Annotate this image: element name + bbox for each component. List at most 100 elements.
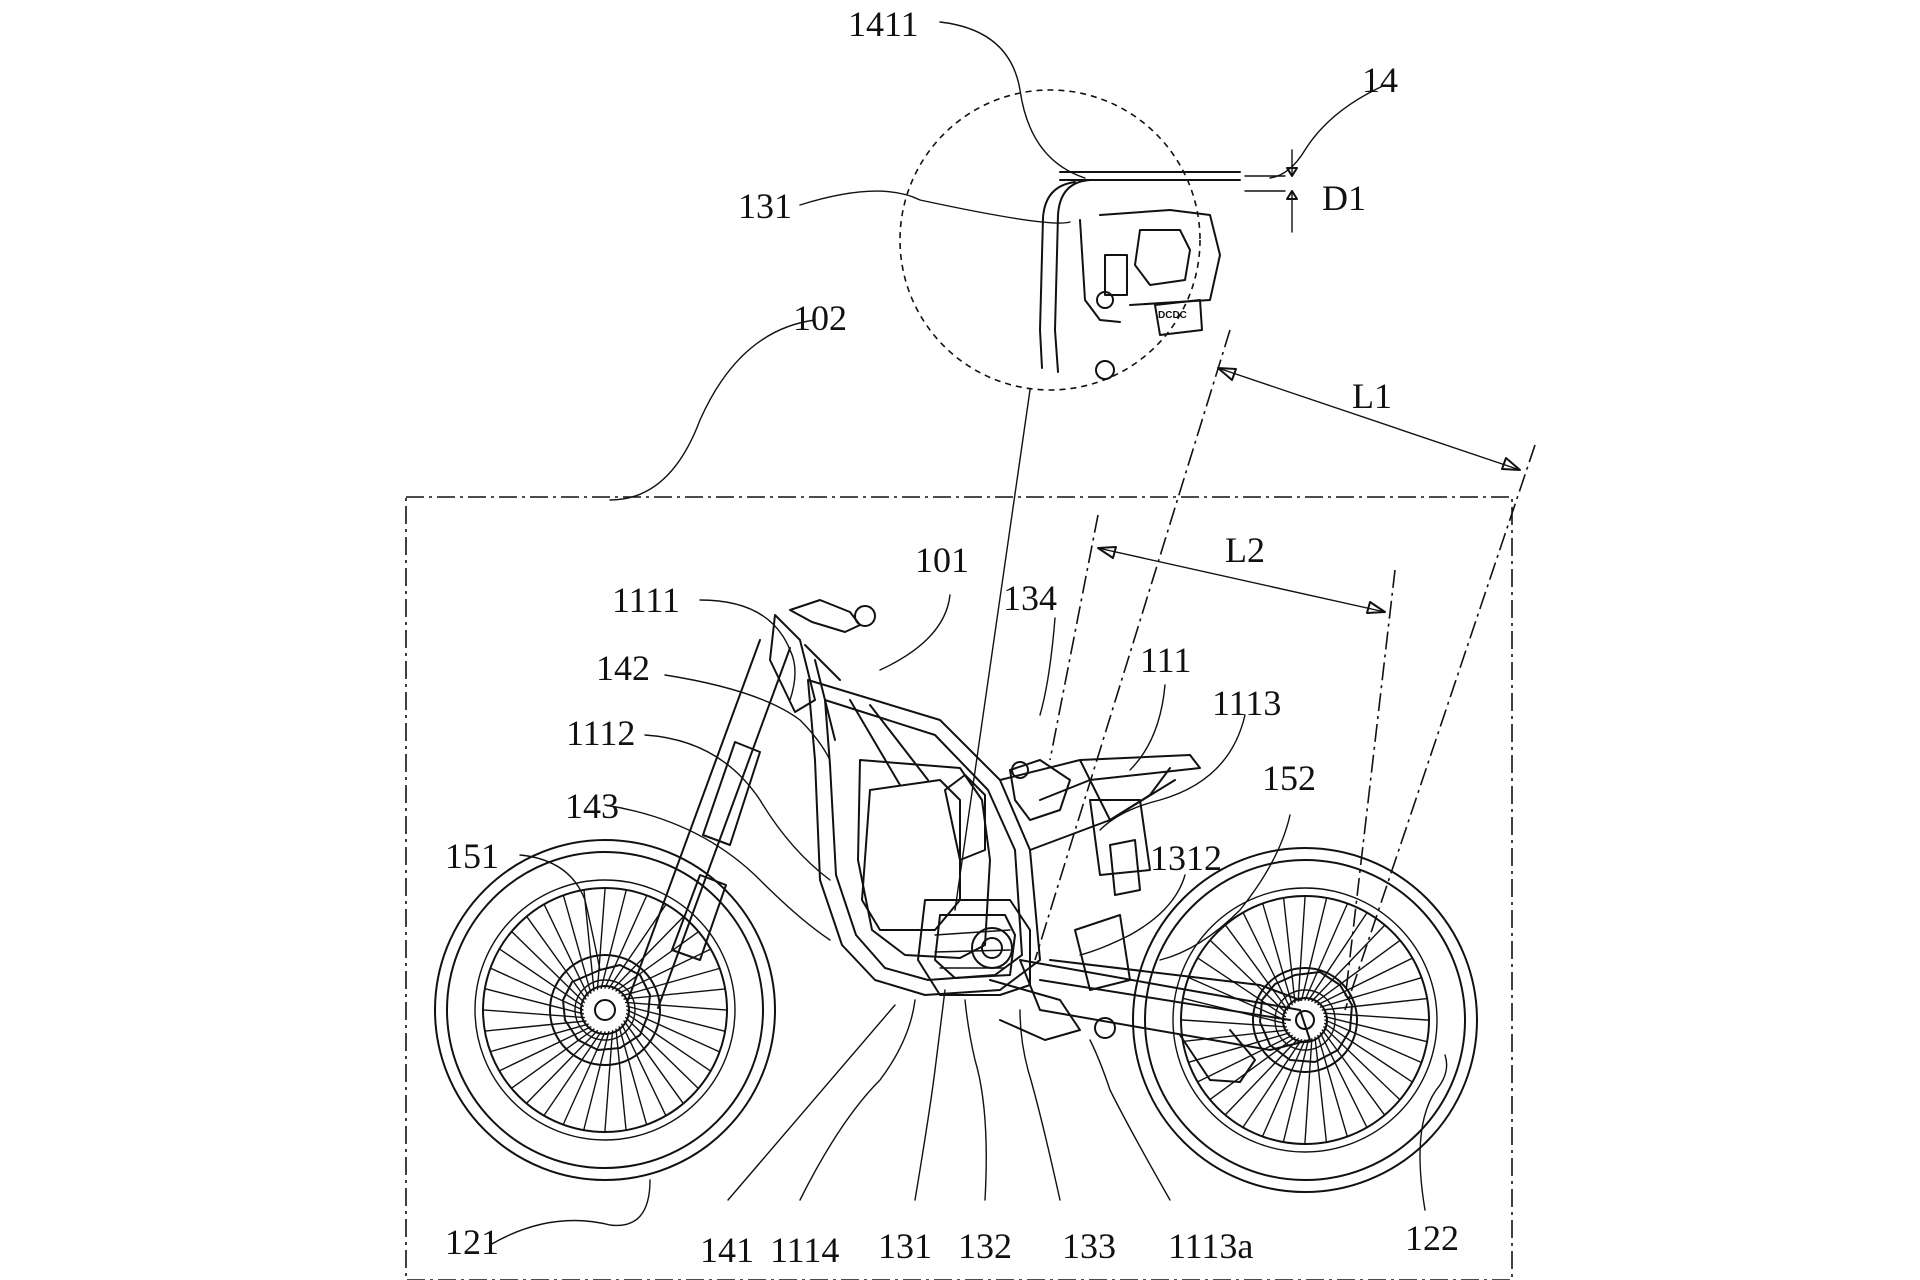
- spoke: [1304, 902, 1349, 1001]
- ref-1113a: 1113a: [1168, 1226, 1253, 1266]
- ref-1411: 1411: [848, 4, 919, 44]
- ref-1114: 1114: [770, 1230, 839, 1270]
- spoke: [611, 915, 685, 991]
- ref-143: 143: [565, 786, 619, 826]
- spoke: [596, 887, 606, 991]
- spoke: [625, 1013, 712, 1072]
- spoke: [624, 1016, 700, 1090]
- spoke: [615, 930, 700, 992]
- spoke: [562, 1031, 606, 1126]
- ref-l2: L2: [1225, 530, 1265, 570]
- inset-detail-view: DCDC: [899, 89, 1241, 391]
- spoke: [625, 1005, 726, 1032]
- spoke: [1242, 911, 1291, 1008]
- spoke: [600, 889, 627, 990]
- spoke: [1180, 1019, 1287, 1028]
- ref-121: 121: [445, 1222, 499, 1262]
- spoke: [1317, 1034, 1349, 1138]
- spoke: [1319, 976, 1423, 1008]
- spoke: [604, 1029, 614, 1133]
- spoke: [1261, 1039, 1306, 1138]
- spoke: [1224, 1038, 1299, 1116]
- rear-wheel: [1132, 847, 1478, 1193]
- spoke: [1304, 1038, 1313, 1145]
- spoke: [1187, 1032, 1291, 1064]
- rear-brake-disc: [1259, 971, 1353, 1063]
- ref-131-inset: 131: [738, 186, 792, 226]
- spoke: [510, 1028, 595, 1090]
- spoke: [1324, 1019, 1423, 1064]
- ref-101: 101: [915, 540, 969, 580]
- spoke: [510, 930, 586, 1004]
- ref-d1: D1: [1322, 178, 1366, 218]
- swingarm: [1019, 914, 1311, 1083]
- spoke: [623, 988, 726, 1000]
- ref-1112: 1112: [566, 713, 635, 753]
- spoke: [489, 1023, 589, 1053]
- spoke: [1282, 897, 1296, 1004]
- ref-1111: 1111: [612, 580, 680, 620]
- spoke: [1224, 924, 1289, 1011]
- ref-l1: L1: [1352, 376, 1392, 416]
- spoke: [624, 1001, 728, 1011]
- dimension-l1: [1034, 329, 1536, 1011]
- dimension-d1: [1244, 149, 1298, 233]
- spoke: [1311, 924, 1386, 1002]
- ref-122: 122: [1405, 1218, 1459, 1258]
- ref-131-bottom: 131: [878, 1226, 932, 1266]
- spoke: [489, 967, 584, 1011]
- spoke: [484, 1020, 587, 1032]
- spoke: [1314, 939, 1401, 1004]
- spoke: [1209, 939, 1287, 1014]
- spoke: [608, 903, 667, 990]
- spoke: [1321, 1029, 1386, 1116]
- spoke: [618, 1026, 648, 1126]
- spoke: [1323, 1012, 1430, 1021]
- leader-lines: [489, 21, 1448, 1246]
- battery-pack: [861, 774, 1081, 1041]
- ref-133: 133: [1062, 1226, 1116, 1266]
- spoke: [1323, 1015, 1428, 1043]
- main-frame: [807, 679, 1201, 996]
- ref-152: 152: [1262, 758, 1316, 798]
- ref-14: 14: [1362, 60, 1398, 100]
- inset-leader: [954, 389, 1031, 911]
- ref-134: 134: [1003, 578, 1057, 618]
- ref-132: 132: [958, 1226, 1012, 1266]
- spoke: [618, 948, 712, 994]
- spoke: [1321, 997, 1428, 1011]
- spoke: [543, 903, 589, 997]
- spoke: [1323, 1022, 1414, 1083]
- spoke: [1196, 1034, 1293, 1083]
- ref-151: 151: [445, 836, 499, 876]
- spoke: [1242, 1038, 1303, 1129]
- spoke: [1196, 957, 1287, 1018]
- spoke: [621, 967, 721, 997]
- spoke: [482, 1009, 586, 1019]
- spoke: [484, 988, 585, 1015]
- ref-102: 102: [793, 298, 847, 338]
- ref-111: 111: [1140, 640, 1191, 680]
- spoke: [604, 894, 648, 989]
- spoke: [615, 1028, 627, 1131]
- spoke: [1319, 1032, 1368, 1129]
- ref-1312: 1312: [1150, 838, 1222, 878]
- spoke: [1261, 902, 1293, 1006]
- spoke: [621, 1023, 667, 1117]
- spoke: [1323, 1026, 1401, 1101]
- spoke: [1300, 897, 1328, 1002]
- spoke: [525, 915, 587, 1000]
- spoke: [1317, 957, 1414, 1006]
- spoke: [498, 1026, 592, 1072]
- dcdc-marking: DCDC: [1158, 310, 1187, 321]
- front-wheel: [434, 839, 776, 1181]
- spoke: [525, 1029, 599, 1105]
- spoke: [626, 1009, 721, 1053]
- reference-labels: 1411 14 131 D1 102 L1 L2 101 134 1111 14…: [445, 4, 1459, 1270]
- spoke: [583, 1030, 610, 1131]
- ref-142: 142: [596, 648, 650, 688]
- spoke: [623, 1020, 685, 1105]
- spoke: [498, 948, 585, 1007]
- ref-141: 141: [700, 1230, 754, 1270]
